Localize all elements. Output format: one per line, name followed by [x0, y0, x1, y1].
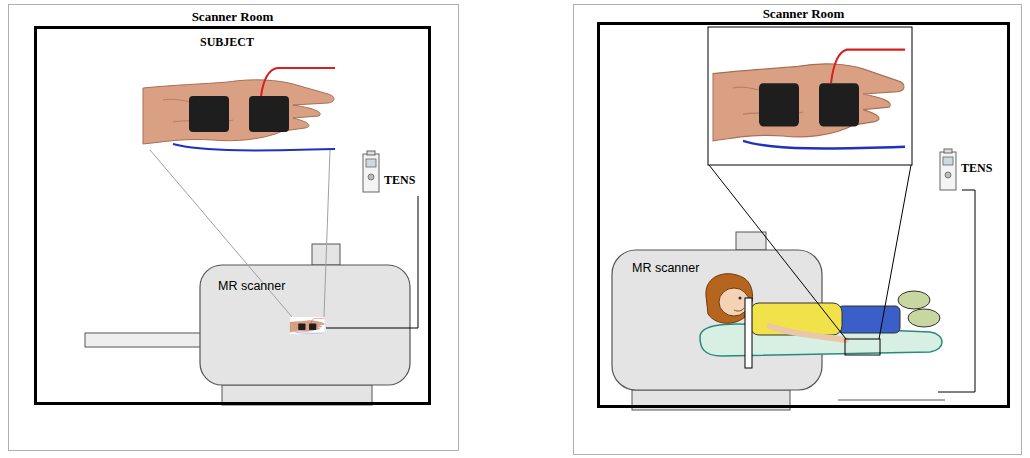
patient-eye: [739, 297, 742, 300]
scanner-base: [222, 385, 372, 405]
panel-frame: [574, 5, 1022, 455]
scanner-body: [200, 265, 410, 385]
mr-scanner: MR scanner: [200, 265, 398, 385]
node-label: TENS: [961, 161, 992, 175]
hand-photo: [143, 60, 335, 155]
tens-housing: [363, 154, 379, 192]
scanner-top: [736, 232, 766, 250]
scanner-room: Scanner RoomMR scannerTENS: [597, 22, 1010, 408]
leader-line: [150, 150, 292, 317]
patient-shoe: [898, 291, 930, 309]
head-coil: [745, 298, 752, 368]
tens-icon: [937, 148, 959, 194]
patient-shoe: [908, 309, 940, 327]
electrode-wire: [326, 328, 398, 329]
tens-display: [366, 159, 376, 167]
hand-photo: [713, 40, 905, 154]
room-title: Scanner Room: [37, 9, 428, 24]
leader-line: [709, 165, 846, 339]
leader-line: [324, 150, 330, 317]
photo-frame: [708, 27, 912, 165]
hand-thumbnail: [290, 317, 325, 334]
scanner-table: [85, 333, 207, 347]
subject-label: SUBJECT: [200, 35, 254, 49]
hand-marker: [845, 339, 880, 355]
node-label: TENS: [384, 173, 415, 187]
tens-dial: [368, 174, 374, 180]
scanner-room: Scanner RoomMR scannerTENS: [34, 26, 431, 405]
panel-frame: [9, 5, 459, 451]
patient-mouth: [734, 308, 744, 311]
tens-device: TENS: [360, 150, 420, 196]
tens-icon: [360, 150, 382, 196]
node-label: MR scanner: [218, 279, 285, 294]
room-title: Scanner Room: [600, 6, 1007, 21]
electrode-wire: [398, 196, 418, 328]
floor-line: [838, 400, 945, 401]
patient-legs: [838, 306, 900, 333]
tens-display: [943, 157, 953, 165]
leader-line: [879, 165, 911, 339]
patient-arm: [770, 326, 846, 340]
tens-dial: [945, 172, 951, 178]
tens-device: TENS: [937, 148, 997, 194]
electrode-wire: [938, 190, 975, 392]
tens-housing: [940, 152, 956, 190]
node-label: MR scanner: [632, 261, 699, 276]
tens-clip: [944, 149, 952, 153]
tens-clip: [367, 151, 375, 155]
mr-scanner: MR scanner: [612, 250, 822, 390]
